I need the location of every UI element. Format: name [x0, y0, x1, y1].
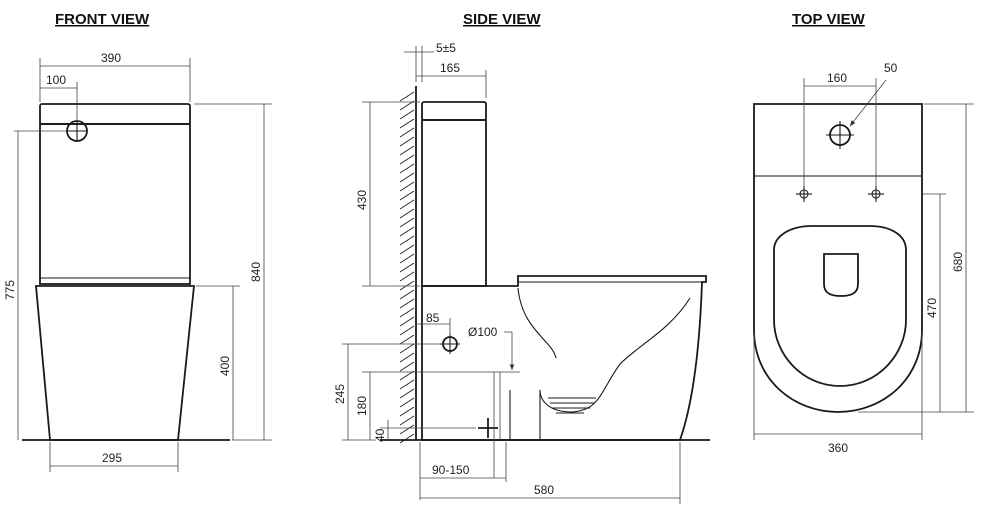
hatch-line	[399, 109, 415, 120]
hatch-line	[399, 289, 415, 300]
hatch-line	[399, 226, 415, 237]
hatch-line	[399, 199, 415, 210]
front-dim-overall-width: 390	[101, 51, 121, 65]
side-view-drawing: 5±5 165 430 85 Ø100 245 180 40	[333, 41, 710, 504]
hatch-line	[399, 181, 415, 192]
front-dim-inlet-offset: 100	[46, 73, 66, 87]
top-dim-overall-depth: 680	[951, 252, 965, 272]
hatch-line	[399, 280, 415, 291]
front-dim-base-width: 295	[102, 451, 122, 465]
hatch-line	[399, 91, 415, 102]
top-fixing-left	[796, 186, 812, 202]
hatch-line	[399, 190, 415, 201]
hatch-line	[399, 118, 415, 129]
front-dim-inlet-height: 775	[3, 280, 17, 300]
side-dim-inlet-setback: 85	[426, 311, 440, 325]
top-fixing-right	[868, 186, 884, 202]
top-dim-inlet-diameter: 50	[884, 61, 898, 75]
top-dim-fixing-spacing: 160	[827, 71, 847, 85]
hatch-line	[399, 316, 415, 327]
hatch-line	[399, 406, 415, 417]
hatch-line	[399, 253, 415, 264]
hatch-line	[399, 415, 415, 426]
side-dim-outlet-height-245: 245	[333, 384, 347, 404]
front-view-drawing: 390 100 840 775 400 295	[3, 51, 272, 472]
side-dim-fixing-height: 40	[373, 428, 387, 442]
hatch-line	[399, 217, 415, 228]
hatch-line	[399, 136, 415, 147]
hatch-line	[399, 361, 415, 372]
top-dim-overall-width: 360	[828, 441, 848, 455]
top-dim-seat-depth: 470	[925, 298, 939, 318]
hatch-line	[399, 145, 415, 156]
hatch-line	[399, 244, 415, 255]
side-dim-setout-range: 90-150	[432, 463, 470, 477]
side-inlet-symbol	[440, 334, 460, 354]
hatch-line	[399, 262, 415, 273]
hatch-line	[399, 424, 415, 435]
hatch-line	[399, 208, 415, 219]
hatch-line	[399, 370, 415, 381]
hatch-line	[399, 271, 415, 282]
side-dim-wall-gap: 5±5	[436, 41, 456, 55]
side-dim-cistern-depth: 165	[440, 61, 460, 75]
hatch-line	[399, 163, 415, 174]
side-dim-overall-depth: 580	[534, 483, 554, 497]
hatch-line	[399, 352, 415, 363]
hatch-line	[399, 334, 415, 345]
hatch-line	[399, 154, 415, 165]
trap-ribs	[548, 397, 596, 414]
front-dim-overall-height: 840	[249, 262, 263, 282]
inlet-symbol	[66, 120, 88, 142]
side-dim-outlet-diameter: Ø100	[468, 325, 498, 339]
hatch-line	[399, 298, 415, 309]
side-dim-cistern-height: 430	[355, 190, 369, 210]
top-view-drawing: 160 50 680 470 360	[753, 61, 974, 455]
hatch-line	[399, 235, 415, 246]
wall-hatching	[399, 91, 415, 444]
front-dim-pan-height: 400	[218, 356, 232, 376]
hatch-line	[399, 172, 415, 183]
front-view-title: FRONT VIEW	[55, 11, 150, 28]
hatch-line	[399, 127, 415, 138]
side-view-title: SIDE VIEW	[463, 11, 541, 28]
hatch-line	[399, 307, 415, 318]
side-fixing-symbol	[478, 418, 498, 438]
hatch-line	[399, 343, 415, 354]
top-inlet-symbol	[826, 121, 854, 149]
hatch-line	[399, 325, 415, 336]
top-view-title: TOP VIEW	[792, 11, 866, 28]
hatch-line	[399, 100, 415, 111]
hatch-line	[399, 388, 415, 399]
hatch-line	[399, 397, 415, 408]
hatch-line	[399, 379, 415, 390]
side-dim-outlet-height-180: 180	[355, 396, 369, 416]
hatch-line	[399, 433, 415, 444]
